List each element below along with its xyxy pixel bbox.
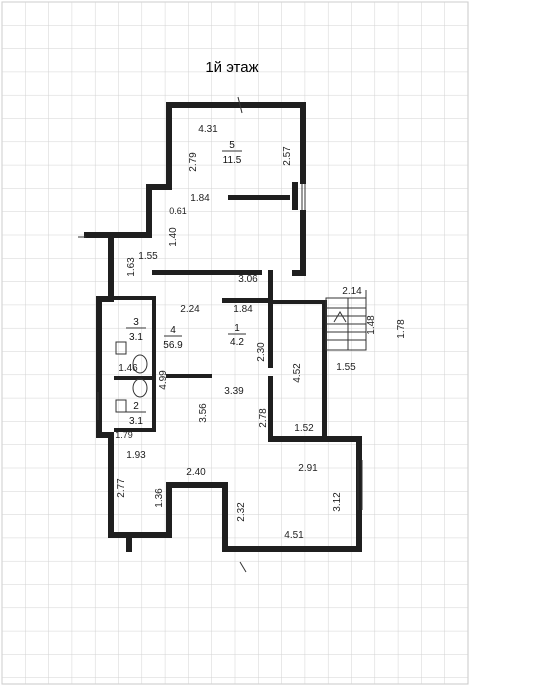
toilet-icon-2 [132,378,148,398]
wall-stair-right [322,300,327,436]
dim-label: 1.84 [233,304,253,315]
wall-stair-top [273,300,325,304]
wall-left-upper [108,238,114,302]
dim-label: 1.93 [126,450,146,461]
wall-wet-middle [114,376,156,380]
sink-icon-2 [115,399,127,413]
wall-room1-right [268,298,273,368]
room-5-area: 11.5 [223,155,242,166]
room-3-area: 3.1 [129,332,143,343]
wall-room5-right [300,102,306,184]
dim-label: 2.40 [186,467,206,478]
dim-label: 1.40 [168,227,179,247]
dim-label: 0.61 [169,206,187,216]
dim-label: 2.91 [298,463,318,474]
room-4-number: 4 [170,325,176,336]
wall-room5-right-low [300,210,306,272]
dim-label: 1.36 [154,488,165,508]
dim-label: 1.48 [366,315,377,335]
wall-bottom-mid [132,532,172,538]
wall-left-wet [96,296,102,436]
dim-label: 2.77 [116,478,127,498]
wall-left-top [84,232,152,238]
break-mark-bottom [239,561,247,573]
wall-stair-left [268,376,273,442]
wall-bottom-left-drop [126,532,132,552]
wall-left-jog2 [96,432,114,438]
wall-wet-bottom [114,428,156,432]
plumbing-fixtures [115,341,148,413]
dim-label: 1.55 [336,362,356,373]
room-labels: 5 11.5 4 56.9 3 3.1 2 3.1 1 4.2 [129,140,244,427]
dim-label: 1.63 [126,257,137,277]
windows [97,184,363,510]
dim-label: 4.51 [284,530,304,541]
dim-label: 2.14 [342,286,362,297]
wall-top [166,102,306,108]
wall-notch-left [166,482,172,538]
dim-label: 3.06 [238,274,258,285]
wall-left-lower [108,432,114,538]
room-5-number: 5 [229,140,235,151]
wall-right-step [270,436,362,442]
wall-right-jog [292,270,306,276]
stair-treads [326,290,367,350]
dim-label: 2.32 [236,502,247,522]
dim-label: 1.84 [190,193,210,204]
room-2-area: 3.1 [129,416,143,427]
room-1-area: 4.2 [230,337,244,348]
break-mark-top [237,96,243,114]
wall-wet-top [114,296,154,300]
sink-icon [115,341,127,355]
dim-label: 2.79 [188,152,199,172]
dim-label: 4.52 [292,363,303,383]
wall-notch-top [166,482,228,488]
wall-right-lower [356,440,362,552]
walls [78,96,367,573]
wall-left-jog [96,296,114,302]
wall-step-left [146,184,152,232]
dim-label: 4.31 [198,124,218,135]
wall-room1-upper [268,270,273,302]
dim-label: 4.99 [158,370,169,390]
dim-label: 1.46 [118,363,138,374]
wall-bottom-left [108,532,132,538]
dim-label: 3.12 [332,492,343,512]
dim-label: 1.55 [138,251,158,262]
dim-label: 3.39 [224,386,244,397]
room-4-area: 56.9 [163,340,183,351]
dim-label: 2.30 [256,342,267,362]
wall-room1-top [222,298,272,303]
room-3-number: 3 [133,317,139,328]
wall-room5-bottom [152,270,262,275]
wall-room5-stub [292,182,298,210]
room-1-number: 1 [234,323,240,334]
wall-wet-right [152,296,156,432]
floor-title: 1й этаж [205,59,258,76]
wall-notch-right [222,482,228,552]
dim-label: 1.78 [396,319,407,339]
dim-label: 2.78 [258,408,269,428]
wall-bottom-right [222,546,362,552]
wall-room5-left [166,102,172,190]
dim-label: 2.24 [180,304,200,315]
room-fraction-lines [126,150,246,413]
wall-step [146,184,172,190]
dimension-labels: 4.31 2.79 2.57 1.84 0.61 1.40 1.63 1.55 … [115,124,407,541]
grid [1,1,468,684]
wall-short-partition [166,374,212,378]
dim-label: 3.56 [198,403,209,423]
dim-label: 2.57 [282,146,293,166]
wall-room5-partition [228,195,290,200]
dim-label: 1.52 [294,423,314,434]
toilet-icon [132,354,148,374]
dim-label: 1.79 [115,430,133,440]
room-2-number: 2 [133,401,139,412]
